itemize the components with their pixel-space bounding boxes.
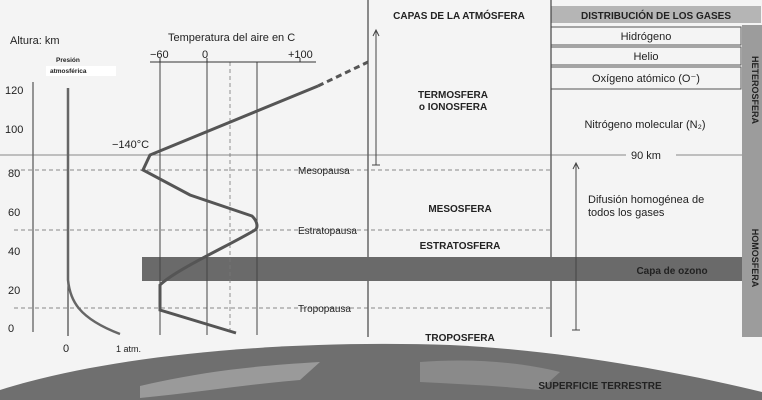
pressure-title-line2: atmosférica [50, 68, 87, 75]
temperature-title: Temperatura del aire en C [168, 32, 295, 44]
gases-header: DISTRIBUCIÓN DE LOS GASES [581, 9, 731, 22]
temp-tick-label: −60 [150, 49, 169, 61]
km90-label: 90 km [631, 150, 661, 162]
oxygen-label: Oxígeno atómico (O⁻) [592, 73, 700, 85]
stratopause-label: Estratopausa [298, 226, 357, 237]
hydrogen-label: Hidrógeno [621, 31, 672, 43]
pressure-title-line1: Presión [56, 57, 80, 64]
mesosphere-label: MESOSFERA [428, 204, 491, 215]
helium-label: Helio [633, 51, 658, 63]
altitude-tick: 80 [8, 168, 20, 180]
gases-header-bar [551, 6, 761, 23]
heterosphere-label: HETEROSFERA [750, 56, 760, 125]
temp-tick-label: +100 [288, 49, 313, 61]
troposphere-label: TROPOSFERA [425, 333, 494, 344]
pressure-curve [66, 88, 121, 336]
nitrogen-label: Nitrógeno molecular (N₂) [584, 119, 705, 131]
km90-label-bg [626, 148, 676, 162]
temperature-curve [141, 84, 319, 335]
altitude-label: Altura: km [10, 35, 60, 47]
homosphere-label: HOMOSFERA [750, 229, 760, 288]
ozone-label: Capa de ozono [636, 266, 707, 277]
altitude-ticks: 0 20 40 60 80 100 120 [5, 85, 23, 335]
stratosphere-label: ESTRATOSFERA [420, 241, 501, 252]
diffusion-label-line1: Difusión homogénea de [588, 194, 704, 206]
altitude-tick: 20 [8, 285, 20, 297]
tropopause-label: Tropopausa [298, 304, 351, 315]
ozone-band [142, 257, 742, 281]
pressure-tick-one: 1 atm. [116, 344, 141, 354]
altitude-tick: 0 [8, 323, 14, 335]
altitude-tick: 120 [5, 85, 23, 97]
layers-header: CAPAS DE LA ATMÓSFERA [393, 9, 525, 22]
pressure-title-bg [46, 66, 116, 76]
temp-tick-label: 0 [202, 49, 208, 61]
landmass-shape [140, 362, 320, 398]
diffusion-label-line2: todos los gases [588, 207, 665, 219]
surface-label: SUPERFICIE TERRESTRE [538, 381, 662, 392]
altitude-tick: 60 [8, 207, 20, 219]
mesopause-label: Mesopausa [298, 166, 350, 177]
landmass-shape [420, 360, 560, 390]
temp-min-label: −140°C [112, 139, 149, 151]
thermosphere-label-line1: TERMOSFERA [418, 90, 488, 101]
altitude-tick: 100 [5, 124, 23, 136]
up-arrow-icon [572, 161, 580, 170]
thermosphere-label-line2: o IONOSFERA [419, 102, 487, 113]
up-arrow-icon [372, 28, 380, 37]
pressure-tick-zero: 0 [63, 343, 69, 355]
altitude-tick: 40 [8, 246, 20, 258]
sphere-side-bar [742, 25, 762, 337]
